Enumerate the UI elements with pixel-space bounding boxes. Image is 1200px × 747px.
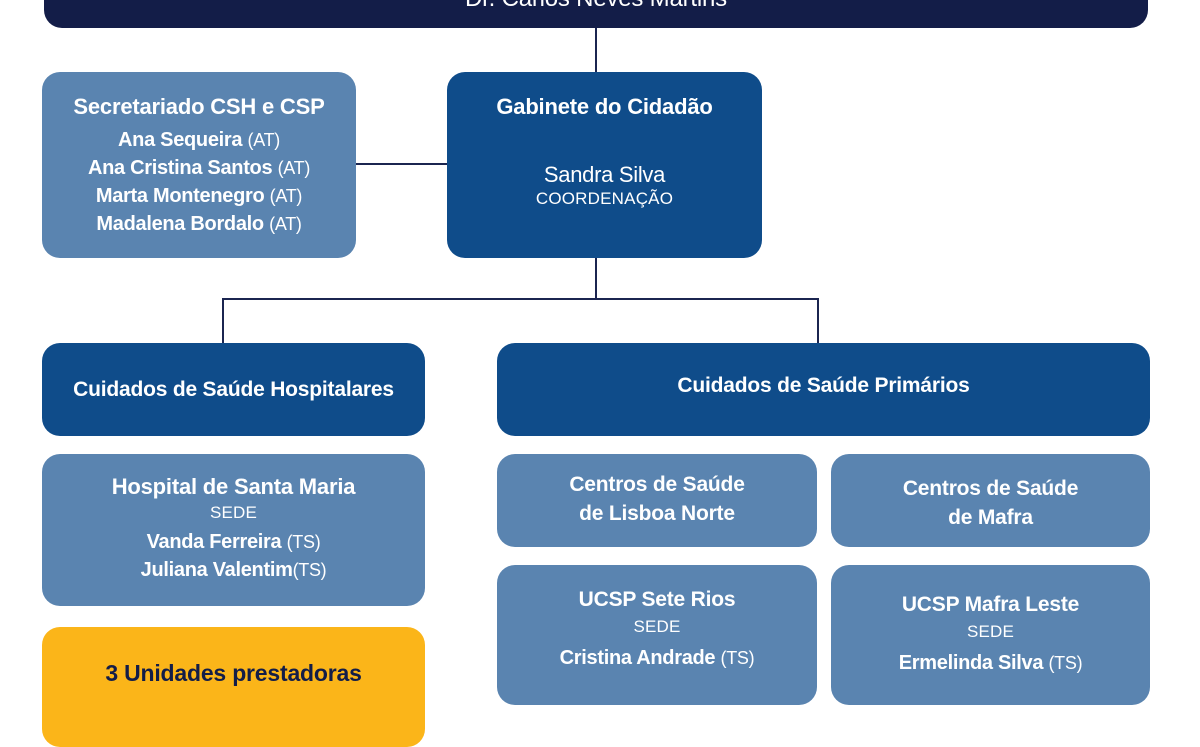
member-name: Ana Sequeira	[118, 129, 243, 151]
secretariado-member: Ana Sequeira (AT)	[118, 126, 280, 154]
hospital-member: Juliana Valentim(TS)	[141, 556, 327, 584]
unidades-title: 3 Unidades prestadoras	[105, 660, 362, 686]
member-name: Madalena Bordalo	[96, 213, 264, 235]
member-role: (AT)	[247, 130, 281, 150]
secretariado-member: Ana Cristina Santos (AT)	[88, 154, 310, 182]
member-name: Marta Montenegro	[95, 185, 265, 207]
member-name: Ermelinda Silva	[898, 652, 1044, 674]
director-box: Dr. Carlos Neves Martins	[44, 0, 1148, 28]
member-name: Cristina Andrade	[559, 647, 716, 669]
csp-box: Cuidados de Saúde Primários	[497, 343, 1150, 436]
connector-gabinete-down	[595, 258, 597, 300]
hospital-title: Hospital de Santa Maria	[111, 474, 356, 499]
gabinete-box: Gabinete do Cidadão Sandra Silva COORDEN…	[447, 72, 762, 258]
connector-secretariado-gabinete	[356, 163, 447, 165]
ucsp-title: UCSP Sete Rios	[578, 588, 736, 611]
gabinete-coordinator-role: COORDENAÇÃO	[535, 189, 674, 208]
ucsp-tag: SEDE	[633, 617, 681, 636]
ucsp-title: UCSP Mafra Leste	[901, 593, 1080, 616]
ucsp-sete-rios-box: UCSP Sete Rios SEDE Cristina Andrade (TS…	[497, 565, 817, 705]
connector-horizontal-branch	[222, 298, 819, 300]
csp-title: Cuidados de Saúde Primários	[677, 373, 970, 397]
centros-title-line1: Centros de Saúde	[902, 476, 1079, 500]
centros-title-line1: Centros de Saúde	[569, 472, 745, 496]
member-role: (TS)	[720, 648, 755, 668]
member-role: (TS)	[292, 560, 327, 580]
connector-to-csh	[222, 298, 224, 343]
hospital-tag: SEDE	[209, 503, 258, 522]
ucsp-member: Ermelinda Silva (TS)	[899, 649, 1083, 677]
member-role: (AT)	[269, 186, 303, 206]
centros-mafra-box: Centros de Saúde de Mafra	[831, 454, 1150, 547]
member-role: (AT)	[269, 214, 302, 234]
connector-to-csp	[817, 298, 819, 343]
unidades-box: 3 Unidades prestadoras	[42, 627, 425, 747]
centros-title-line2: de Mafra	[948, 505, 1033, 529]
ucsp-member: Cristina Andrade (TS)	[560, 644, 755, 672]
gabinete-coordinator: Sandra Silva	[543, 162, 666, 187]
member-role: (AT)	[277, 158, 311, 178]
centros-lisboa-norte-box: Centros de Saúde de Lisboa Norte	[497, 454, 817, 547]
member-role: (TS)	[286, 532, 321, 552]
csh-box: Cuidados de Saúde Hospitalares	[42, 343, 425, 436]
ucsp-tag: SEDE	[966, 622, 1015, 641]
connector-director-gabinete	[595, 28, 597, 72]
secretariado-member: Marta Montenegro (AT)	[95, 182, 303, 210]
gabinete-title: Gabinete do Cidadão	[496, 94, 713, 119]
secretariado-member: Madalena Bordalo (AT)	[96, 210, 302, 238]
member-role: (TS)	[1048, 653, 1083, 673]
secretariado-title: Secretariado CSH e CSP	[73, 94, 325, 119]
centros-title-line2: de Lisboa Norte	[579, 501, 735, 525]
member-name: Vanda Ferreira	[146, 531, 282, 553]
member-name: Juliana Valentim	[140, 559, 293, 581]
secretariado-box: Secretariado CSH e CSP Ana Sequeira (AT)…	[42, 72, 356, 258]
hospital-member: Vanda Ferreira (TS)	[147, 528, 321, 556]
hospital-box: Hospital de Santa Maria SEDE Vanda Ferre…	[42, 454, 425, 606]
director-name: Dr. Carlos Neves Martins	[465, 0, 727, 12]
ucsp-mafra-leste-box: UCSP Mafra Leste SEDE Ermelinda Silva (T…	[831, 565, 1150, 705]
member-name: Ana Cristina Santos	[87, 157, 273, 179]
csh-title: Cuidados de Saúde Hospitalares	[73, 377, 394, 401]
